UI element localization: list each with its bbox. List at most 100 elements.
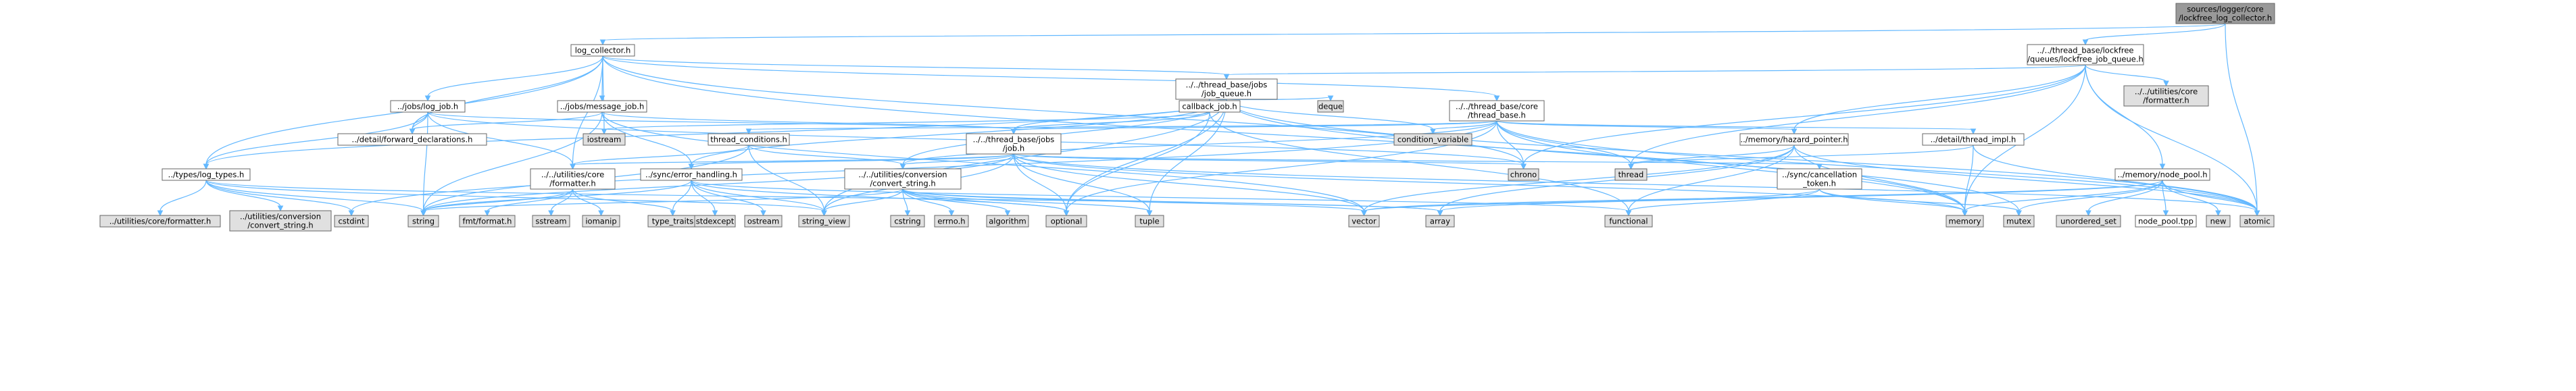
edge-util-core-formatter-to-sstream	[550, 188, 574, 212]
edge-convert-string-to-errno	[902, 188, 952, 212]
node-label: ../utilities/conversion	[240, 212, 321, 221]
node-label: mutex	[2006, 217, 2031, 226]
node-util-convert-sys: ../utilities/conversion/convert_string.h	[229, 210, 332, 232]
arrowhead-job-queue-to-deque	[1327, 95, 1334, 102]
node-functional: functional	[1604, 215, 1653, 228]
node-label: /formatter.h	[549, 179, 595, 188]
node-box	[1135, 215, 1164, 228]
node-stdexcept: stdexcept	[694, 215, 736, 228]
node-box	[2114, 168, 2210, 181]
node-tb-lf-queue[interactable]: ../../thread_base/lockfree/queues/lockfr…	[2027, 44, 2144, 66]
node-algorithm: algorithm	[986, 215, 1029, 228]
arrowhead-thread-base-core-to-hazard-pointer	[1791, 128, 1798, 135]
node-box	[798, 215, 850, 228]
node-message-job[interactable]: ../jobs/message_job.h	[557, 100, 647, 113]
arrowhead-convert-string-to-algorithm	[1004, 210, 1011, 217]
edge-log-collector-to-log-job	[427, 55, 603, 97]
node-label: string_view	[802, 217, 846, 226]
node-log-collector[interactable]: log_collector.h	[570, 44, 635, 57]
edge-error-handling-to-string	[422, 180, 692, 212]
node-callback-job[interactable]: callback_job.h	[1179, 100, 1241, 113]
node-label: ../../thread_base/core	[1456, 102, 1538, 111]
node-box	[2123, 85, 2209, 107]
node-label: /convert_string.h	[247, 221, 313, 230]
edge-job-queue-to-log-types	[205, 99, 1227, 165]
node-node-pool-tpp[interactable]: node_pool.tpp	[2135, 215, 2197, 228]
edge-node-pool-to-new	[2162, 180, 2219, 212]
arrowhead-tb-job-to-error-handling	[688, 163, 695, 170]
node-box	[1175, 78, 1278, 100]
edge-tb-job-to-util-core-formatter	[572, 153, 1014, 165]
node-root[interactable]: sources/logger/core/lockfree_log_collect…	[2175, 3, 2275, 24]
node-sstream: sstream	[532, 215, 570, 228]
node-log-types[interactable]: ../types/log_types.h	[162, 168, 251, 181]
arrowhead-convert-string-to-string	[420, 210, 426, 217]
node-label: /convert_string.h	[870, 179, 935, 188]
node-box	[1508, 168, 1539, 181]
node-label: cstdint	[338, 217, 365, 226]
arrowhead-node-pool-to-node-pool-tpp	[2162, 210, 2169, 217]
node-box	[1922, 133, 2025, 146]
node-log-job[interactable]: ../jobs/log_job.h	[390, 100, 466, 113]
node-job-queue[interactable]: ../../thread_base/jobs/job_queue.h	[1175, 78, 1278, 100]
node-thread-impl[interactable]: ../detail/thread_impl.h	[1922, 133, 2025, 146]
edge-tb-lf-queue-to-thread	[1630, 64, 2086, 165]
edge-thread-conditions-to-string-view	[748, 145, 825, 212]
node-errno: errno.h	[934, 215, 969, 228]
node-hazard-pointer[interactable]: ../memory/hazard_pointer.h	[1739, 133, 1849, 146]
edge-log-types-to-cstdint	[205, 180, 352, 212]
edge-log-job-to-tb-job	[427, 111, 1014, 130]
edge-thread-impl-to-memory	[1964, 145, 1974, 212]
edge-tb-lf-queue-to-job-queue	[1226, 64, 2086, 76]
edge-hazard-pointer-to-thread	[1630, 145, 1795, 165]
node-label: ../jobs/message_job.h	[560, 102, 645, 111]
node-label: ../memory/node_pool.h	[2117, 170, 2207, 180]
edge-tb-job-to-chrono	[1013, 153, 1525, 165]
arrowhead-log-types-to-util-formatter-sys	[157, 210, 164, 217]
node-label: type_traits	[652, 217, 693, 226]
node-thread-base-core[interactable]: ../../thread_base/core/thread_base.h	[1449, 100, 1545, 122]
arrowhead-thread-base-core-to-thread-impl	[1970, 128, 1977, 135]
edge-thread-conditions-to-convert-string	[748, 145, 903, 165]
node-thread-conditions[interactable]: thread_conditions.h	[708, 133, 790, 146]
edge-log-job-to-string	[422, 111, 428, 212]
node-error-handling[interactable]: ../sync/error_handling.h	[640, 168, 743, 181]
edge-message-job-to-vector	[601, 111, 1365, 212]
node-label: unordered_set	[2060, 217, 2116, 226]
node-forward-decl[interactable]: ../detail/forward_declarations.h	[337, 133, 487, 146]
node-label: tuple	[1139, 217, 1159, 226]
arrowhead-error-handling-to-ostream	[760, 210, 766, 217]
node-mutex: mutex	[2003, 215, 2035, 228]
node-box	[1739, 133, 1849, 146]
node-label: ../memory/hazard_pointer.h	[1740, 135, 1848, 145]
edge-tb-lf-queue-to-node-pool	[2085, 64, 2163, 165]
arrowhead-thread-base-core-to-thread-conditions	[745, 128, 752, 135]
node-box	[334, 215, 369, 228]
edge-callback-job-to-iostream	[603, 111, 1210, 130]
arrowhead-convert-string-to-cstring	[904, 210, 911, 217]
node-tb-job[interactable]: ../../thread_base/jobs/job.h	[966, 133, 1062, 155]
arrowhead-convert-string-to-optional	[1063, 210, 1070, 217]
node-box	[1179, 100, 1241, 113]
node-node-pool[interactable]: ../memory/node_pool.h	[2114, 168, 2210, 181]
edge-cancellation-token-to-mutex	[1818, 188, 2020, 212]
arrowhead-convert-string-to-errno	[948, 210, 955, 217]
node-unordered-set: unordered_set	[2056, 215, 2121, 228]
edge-node-pool-to-node-pool-tpp	[2162, 180, 2166, 212]
node-label: string	[412, 217, 435, 226]
arrowhead-thread-base-core-to-condition-variable	[1430, 128, 1436, 135]
node-box	[557, 100, 647, 113]
node-cancellation-token[interactable]: ../sync/cancellation_token.h	[1777, 168, 1862, 190]
node-box	[162, 168, 251, 181]
node-util-core-formatter[interactable]: ../../utilities/core/formatter.h	[530, 168, 616, 190]
node-label: ../../thread_base/lockfree	[2037, 46, 2134, 55]
node-memory: memory	[1946, 215, 1984, 228]
edge-util-core-formatter-to-fmt-format	[487, 188, 574, 212]
arrowhead-thread-conditions-to-convert-string	[899, 163, 906, 170]
node-box	[2056, 215, 2121, 228]
edge-error-handling-to-string-view	[691, 180, 825, 212]
node-box	[2135, 215, 2197, 228]
node-label: log_collector.h	[575, 46, 631, 55]
node-convert-string[interactable]: ../../utilities/conversion/convert_strin…	[844, 168, 962, 190]
edge-util-core-formatter-to-string	[422, 188, 574, 212]
